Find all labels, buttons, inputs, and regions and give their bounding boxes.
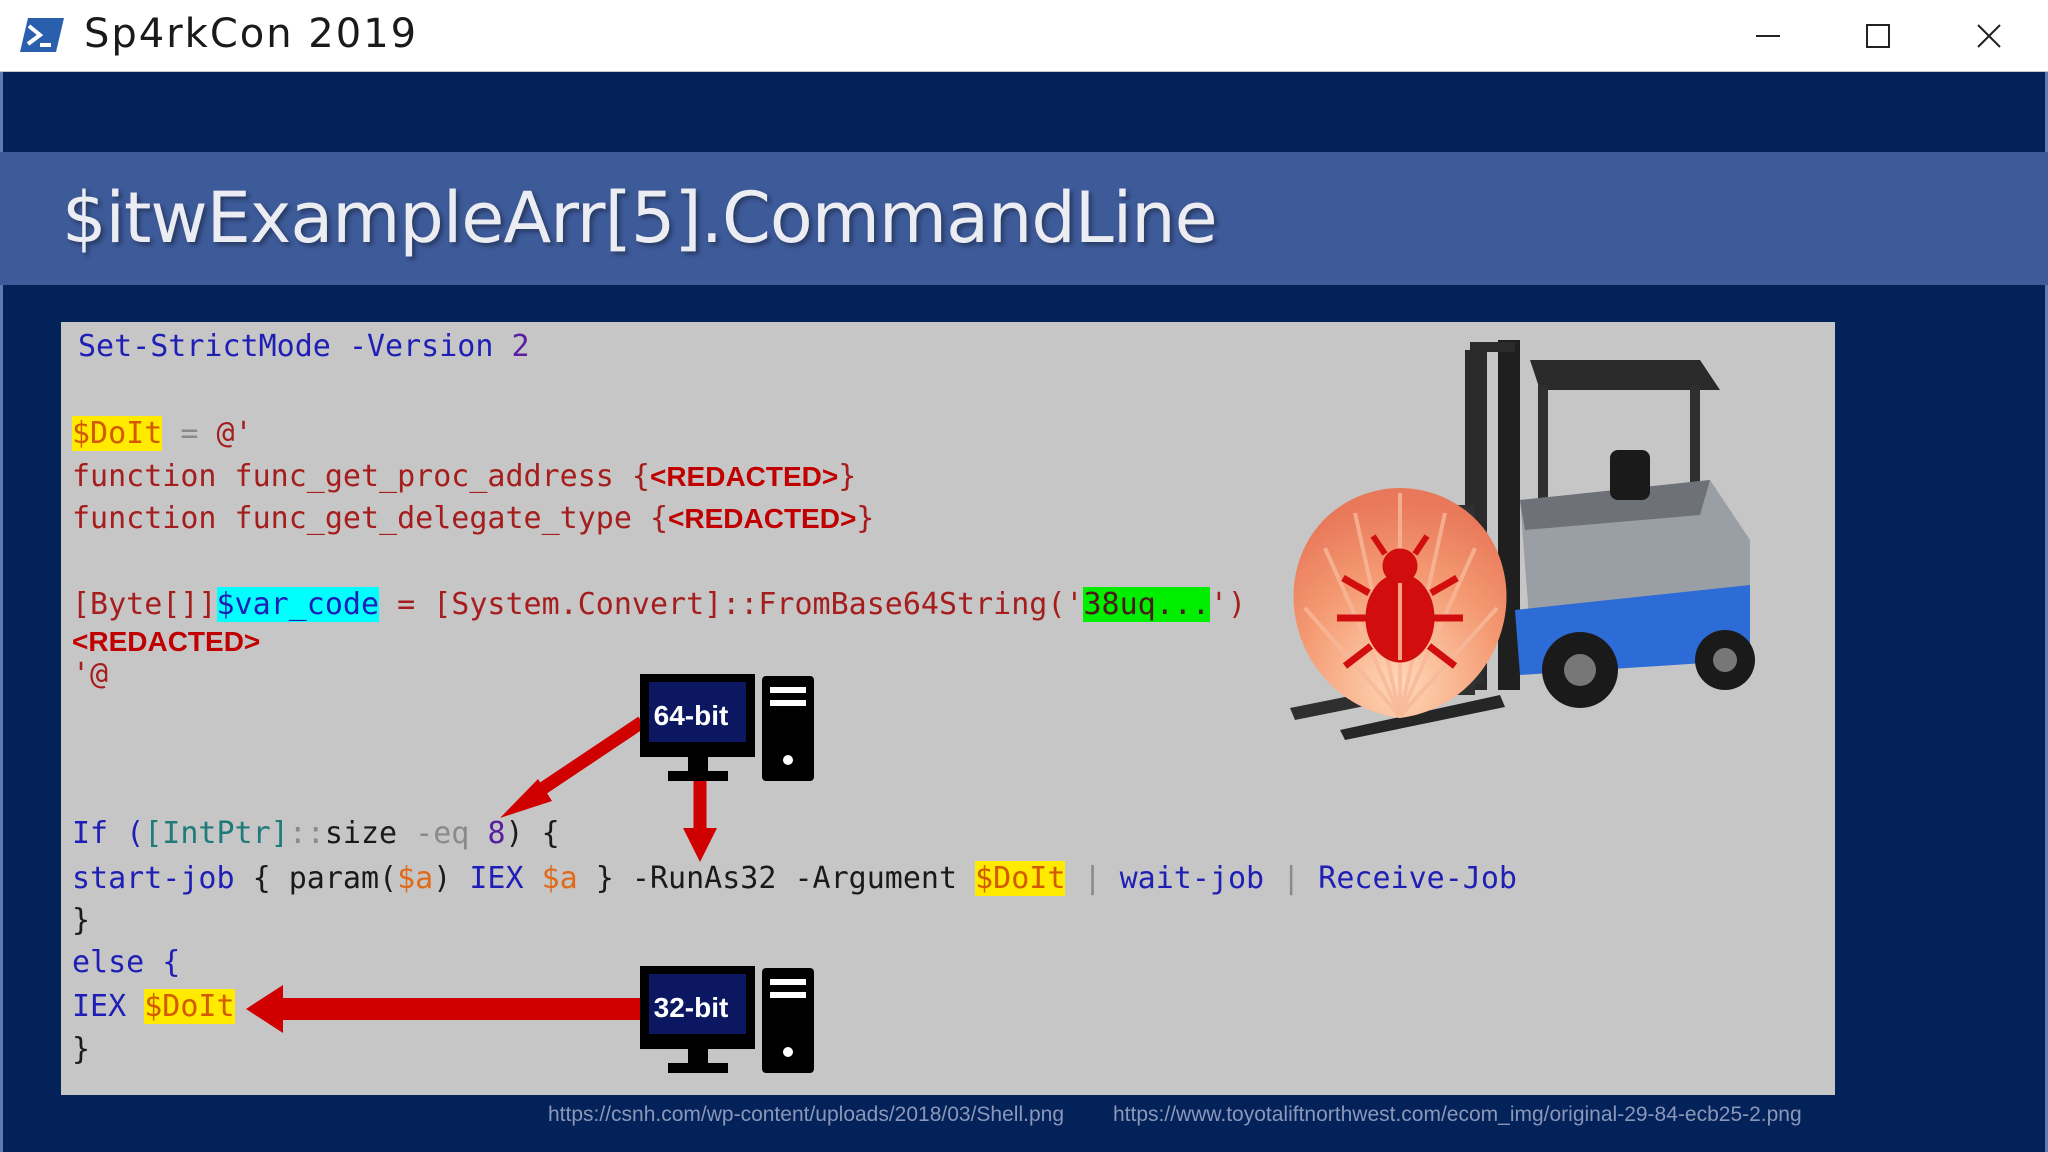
code-line-else: else { bbox=[72, 944, 180, 982]
redacted-label: <REDACTED> bbox=[668, 503, 857, 534]
doit-variable: $DoIt bbox=[144, 989, 235, 1024]
func2-text: function func_get_delegate_type { bbox=[72, 501, 669, 536]
maximize-icon bbox=[1866, 23, 1890, 48]
byte-type: [Byte[]] bbox=[72, 587, 217, 622]
slide-title: $itwExampleArr[5].CommandLine bbox=[62, 177, 1218, 259]
minimize-icon bbox=[1756, 34, 1780, 37]
credit-url-forklift: https://www.toyotaliftnorthwest.com/ecom… bbox=[1113, 1103, 1802, 1126]
wait-job-cmd: wait-job bbox=[1119, 861, 1265, 896]
pipe-operator: | bbox=[1083, 861, 1102, 896]
iex-cmd: IEX bbox=[72, 989, 127, 1024]
redacted-label: <REDACTED> bbox=[72, 626, 261, 657]
minimize-button[interactable] bbox=[1713, 0, 1823, 71]
doit-variable: $DoIt bbox=[72, 416, 163, 451]
receive-job-cmd: Receive-Job bbox=[1318, 861, 1517, 896]
code-line-doit: $DoIt = @' bbox=[72, 415, 253, 453]
job-args: } -RunAs32 -Argument bbox=[577, 861, 976, 896]
bug-shell-icon bbox=[1293, 488, 1507, 718]
close-brace: } bbox=[72, 1032, 91, 1067]
code-assign: = bbox=[162, 416, 217, 451]
code-line-heredoc-close: '@ bbox=[72, 656, 108, 694]
credit-url-shell: https://csnh.com/wp-content/uploads/2018… bbox=[548, 1103, 1064, 1126]
pipe-operator: | bbox=[1282, 861, 1301, 896]
intptr-type: [IntPtr] bbox=[144, 816, 289, 851]
close-brace: } bbox=[72, 903, 91, 938]
slide-title-band bbox=[0, 152, 2048, 285]
code-line-redacted: <REDACTED> bbox=[72, 623, 260, 661]
label-64bit: 64-bit bbox=[653, 700, 729, 731]
code-line-iex: IEX $DoIt bbox=[72, 988, 235, 1026]
redacted-label: <REDACTED> bbox=[649, 461, 839, 492]
powershell-icon bbox=[20, 18, 64, 52]
label-32bit: 32-bit bbox=[653, 992, 729, 1023]
maximize-button[interactable] bbox=[1823, 0, 1933, 71]
close-icon bbox=[1977, 23, 2001, 48]
window-title: Sp4rkCon 2019 bbox=[84, 11, 419, 57]
code-value: 2 bbox=[511, 329, 530, 364]
code-line-close2: } bbox=[72, 1031, 90, 1069]
if-keyword: If ( bbox=[72, 816, 145, 851]
code-line-if: If ([IntPtr]::size -eq 8) { bbox=[72, 815, 560, 853]
size-member: size bbox=[324, 816, 416, 851]
code-param: -Version bbox=[348, 329, 494, 364]
window-titlebar: Sp4rkCon 2019 bbox=[0, 0, 2048, 72]
code-line-startjob: start-job { param($a) IEX $a } -RunAs32 … bbox=[72, 860, 1517, 898]
code-line-func1: function func_get_proc_address {<REDACTE… bbox=[72, 458, 856, 496]
code-cmd: Set-StrictMode bbox=[78, 329, 331, 364]
doit-variable: $DoIt bbox=[975, 861, 1066, 896]
close-button[interactable] bbox=[1934, 0, 2044, 71]
eight-literal: 8 bbox=[487, 816, 506, 851]
base64-value: 38uq... bbox=[1083, 587, 1210, 622]
eq-operator: -eq bbox=[415, 816, 470, 851]
heredoc-close: '@ bbox=[72, 657, 109, 692]
code-line-strictmode: Set-StrictMode -Version 2 bbox=[78, 328, 530, 366]
convert-call: = [System.Convert]::FromBase64String(' bbox=[379, 587, 1084, 622]
computer-32bit-icon: 32-bit bbox=[640, 966, 820, 1116]
static-colons: :: bbox=[288, 816, 325, 851]
a-variable: $a bbox=[397, 861, 434, 896]
arrow-64-to-runas32 bbox=[683, 775, 717, 862]
computer-64bit-icon: 64-bit bbox=[640, 674, 820, 824]
func1-text: function func_get_proc_address { bbox=[72, 459, 650, 494]
func1-close: } bbox=[838, 459, 857, 494]
a-variable: $a bbox=[541, 861, 578, 896]
param-close: ) bbox=[433, 861, 470, 896]
var-code-variable: $var_code bbox=[216, 587, 380, 622]
convert-end: ') bbox=[1209, 587, 1247, 622]
if-end: ) { bbox=[505, 816, 560, 851]
code-line-close1: } bbox=[72, 902, 90, 940]
desktop-pc-icon bbox=[640, 674, 814, 781]
slide-top-band bbox=[0, 72, 2048, 152]
code-line-func2: function func_get_delegate_type {<REDACT… bbox=[72, 500, 874, 538]
desktop-pc-icon bbox=[640, 966, 814, 1073]
forklift-image bbox=[1290, 340, 1755, 740]
arrow-32-to-iex bbox=[246, 985, 645, 1033]
code-line-bytes: [Byte[]]$var_code = [System.Convert]::Fr… bbox=[72, 586, 1246, 624]
func2-close: } bbox=[856, 501, 875, 536]
arrow-64-to-eight bbox=[500, 716, 646, 818]
param-open: { param( bbox=[234, 861, 398, 896]
iex-cmd: IEX bbox=[469, 861, 524, 896]
else-keyword: else { bbox=[72, 945, 181, 980]
heredoc-open: @' bbox=[216, 416, 253, 451]
start-job-cmd: start-job bbox=[72, 861, 235, 896]
